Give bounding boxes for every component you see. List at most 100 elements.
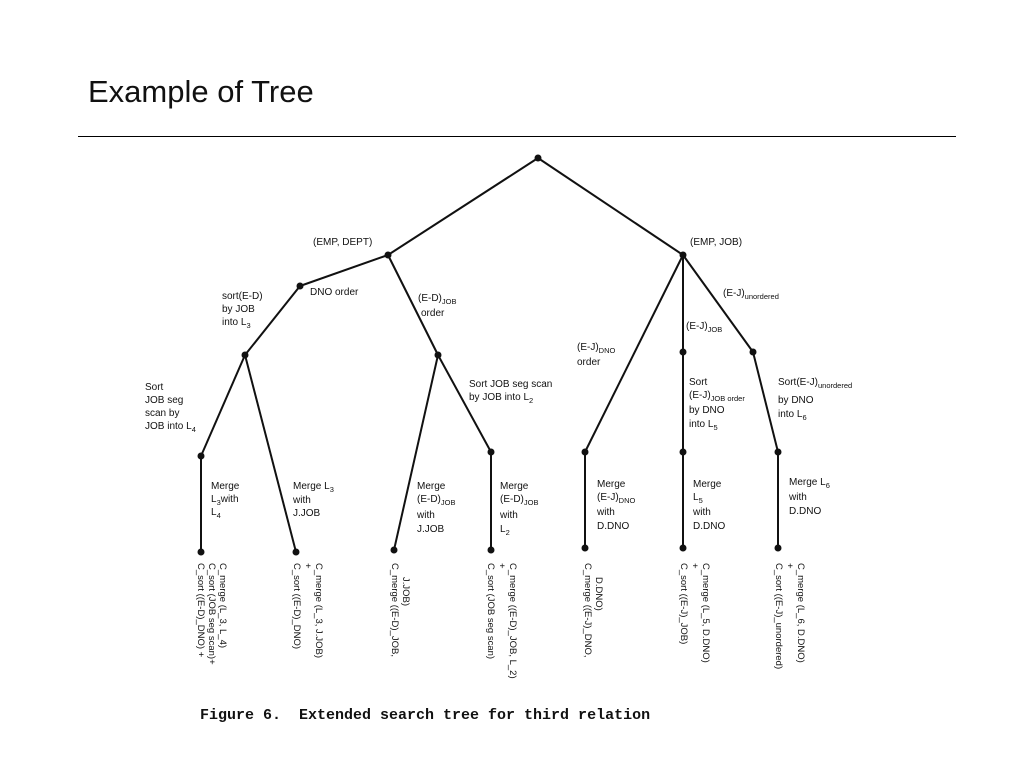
node-l5: [679, 448, 687, 456]
edge-root-empjob: [537, 157, 684, 256]
merge-edl2-line2: (E-D)JOB: [500, 494, 538, 507]
merge-ejddno-line3: with: [596, 507, 615, 518]
leaf-cost-1: C_sort ((E-D)_DNO) + C_sort (JOB seg sca…: [195, 563, 228, 665]
sort-seg-l2-line2: by JOB into L2: [469, 392, 533, 405]
sort-ejl6-line2: by DNO: [778, 395, 814, 406]
ed-job-line2: order: [421, 308, 445, 319]
edge-empjob-leaf5: [584, 254, 684, 453]
slide-title: Example of Tree: [88, 74, 314, 109]
merge-l5ddno-line1: Merge: [693, 479, 722, 490]
node-ej-unordered: [749, 348, 757, 356]
sort-seg-l4-line2: JOB seg: [145, 395, 183, 406]
merge-ejddno-line1: Merge: [597, 479, 626, 490]
label-merge-l3-l4: Merge L3with L4: [211, 481, 240, 520]
leaf-cost-7-line1: C_sort ((E-J)_unordered): [773, 563, 784, 669]
label-sort-job-seg-l4: Sort JOB seg scan by JOB into L4: [145, 382, 196, 434]
merge-edl2-line3: with: [499, 510, 518, 521]
merge-l6ddno-line2: with: [788, 492, 807, 503]
edge-root-empdept: [387, 157, 539, 256]
sort-seg-l4-line3: scan by: [145, 408, 179, 419]
label-sort-ed-l3: sort(E-D) by JOB into L3: [222, 291, 263, 330]
leaf-cost-5-line1: C_merge ((E-J)_DNO,: [582, 563, 593, 658]
ej-dno-line2: order: [577, 357, 601, 368]
node-ej-job: [679, 348, 687, 356]
node-l3: [241, 351, 249, 359]
merge-l6ddno-line3: D.DNO: [789, 506, 821, 517]
sort-ejl6-line1: Sort(E-J)unordered: [778, 377, 852, 390]
merge-l3jjob-line1: Merge L3: [293, 481, 334, 494]
node-ej-dno: [581, 448, 589, 456]
edge-l3-leaf2: [244, 354, 297, 553]
merge-edjjob-line1: Merge: [417, 481, 446, 492]
leaf-cost-6-line3: C_merge (L_5, D.DNO): [700, 563, 711, 663]
sort-ejl5-line4: into L5: [689, 419, 718, 432]
title-divider: [78, 136, 956, 137]
ej-dno-line1: (E-J)DNO: [577, 342, 616, 355]
label-dno-order: DNO order: [310, 287, 359, 298]
leaf-cost-1-line3: C_merge (L_3, L_4): [217, 563, 228, 648]
leaf-3: [390, 546, 398, 554]
label-sort-job-seg-l2: Sort JOB seg scan by JOB into L2: [469, 379, 552, 405]
leaf-cost-6-line1: C_sort ((E-J)_JOB): [678, 563, 689, 644]
tree-edges: [200, 157, 779, 553]
merge-l5ddno-line2: L5: [693, 492, 703, 505]
merge-ejddno-line4: D.DNO: [597, 521, 629, 532]
label-merge-l6-ddno: Merge L6 with D.DNO: [788, 477, 830, 517]
merge-ejddno-line2: (E-J)DNO: [597, 492, 636, 505]
leaf-cost-5-line2: D.DNO): [593, 577, 604, 611]
node-emp-dept: [384, 251, 392, 259]
merge-edl2-line1: Merge: [500, 481, 529, 492]
leaf-cost-7-line2: +: [784, 563, 795, 569]
sort-ejl5-line2: (E-J)JOB order: [689, 390, 745, 403]
leaf-cost-4: C_sort (JOB seg scan) + C_merge ((E-D)_J…: [485, 563, 518, 679]
leaf-cost-3-line1: C_merge ((E-D)_JOB,: [389, 563, 400, 657]
leaf-cost-7: C_sort ((E-J)_unordered) + C_merge (L_6,…: [773, 563, 806, 669]
label-sort-ej-unord-l6: Sort(E-J)unordered by DNO into L6: [778, 377, 852, 422]
leaf-1: [197, 548, 205, 556]
merge-l3jjob-line2: with: [292, 495, 311, 506]
label-ej-dno-order: (E-J)DNO order: [577, 342, 616, 368]
merge-edl2-line4: L2: [500, 524, 510, 537]
edge-empdept-edjob: [387, 254, 439, 356]
leaf-6: [679, 544, 687, 552]
leaf-cost-6-line2: +: [689, 563, 700, 569]
leaf-cost-4-line3: C_merge ((E-D)_JOB, L_2): [507, 563, 518, 679]
leaf-cost-6: C_sort ((E-J)_JOB) + C_merge (L_5, D.DNO…: [678, 563, 711, 663]
figure-caption: Figure 6. Extended search tree for third…: [200, 707, 651, 724]
label-merge-ej-ddno: Merge (E-J)DNO with D.DNO: [596, 479, 636, 532]
label-merge-l3-jjob: Merge L3 with J.JOB: [292, 481, 334, 519]
leaf-cost-2-line1: C_sort ((E-D)_DNO): [291, 563, 302, 649]
leaf-cost-4-line1: C_sort (JOB seg scan): [485, 563, 496, 659]
leaf-cost-1-line1: C_sort ((E-D)_DNO) +: [195, 563, 206, 658]
merge-edjjob-line4: J.JOB: [417, 524, 445, 535]
merge-l5ddno-line4: D.DNO: [693, 521, 725, 532]
node-l2: [487, 448, 495, 456]
label-emp-job: (EMP, JOB): [690, 237, 742, 248]
merge-l3jjob-line3: J.JOB: [293, 508, 321, 519]
label-emp-dept: (EMP, DEPT): [313, 237, 372, 248]
label-ed-job-order: (E-D)JOB order: [418, 293, 456, 319]
sort-ed-line3: into L3: [222, 317, 251, 330]
node-dno-order: [296, 282, 304, 290]
sort-ejl5-line1: Sort: [689, 377, 708, 388]
edge-dno-sort: [244, 285, 301, 356]
leaf-cost-2-line3: C_merge (L_3, J.JOB): [313, 563, 324, 658]
label-merge-l5-ddno: Merge L5 with D.DNO: [692, 479, 725, 532]
node-l6: [774, 448, 782, 456]
leaf-4: [487, 546, 495, 554]
leaf-cost-1-line2: C_sort (JOB seg scan)+: [206, 563, 217, 665]
leaf-5: [581, 544, 589, 552]
label-sort-ej-job-l5: Sort (E-J)JOB order by DNO into L5: [689, 377, 745, 432]
merge-l3l4-line2: L3with: [211, 494, 239, 507]
node-emp-job: [679, 251, 687, 259]
merge-l6ddno-line1: Merge L6: [789, 477, 830, 490]
sort-ejl5-line3: by DNO: [689, 405, 725, 416]
leaf-cost-5: C_merge ((E-J)_DNO, D.DNO): [582, 563, 604, 658]
sort-ejl6-line3: into L6: [778, 409, 807, 422]
edge-edjob-l2: [437, 354, 492, 453]
leaf-cost-3: C_merge ((E-D)_JOB, J.JOB): [389, 563, 411, 657]
merge-edjjob-line2: (E-D)JOB: [417, 494, 455, 507]
node-root: [534, 154, 542, 162]
label-merge-ed-l2: Merge (E-D)JOB with L2: [499, 481, 538, 537]
leaf-cost-3-line2: J.JOB): [400, 577, 411, 606]
